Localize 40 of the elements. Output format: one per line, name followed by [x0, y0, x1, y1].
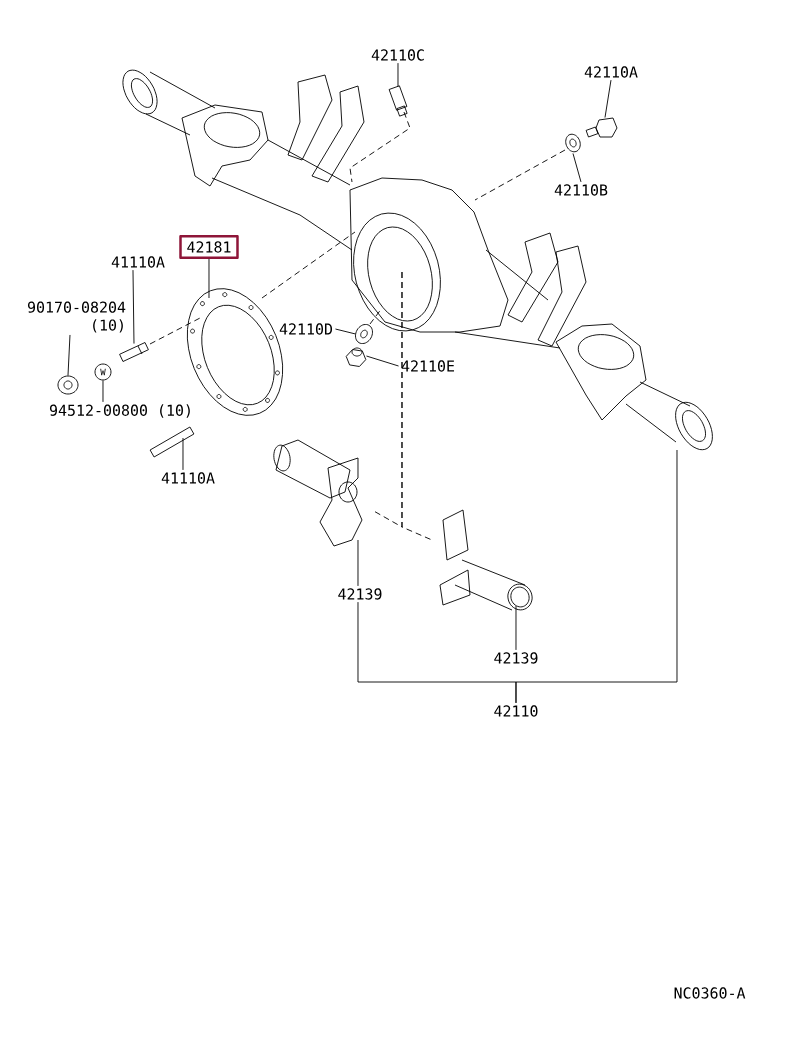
callout-number: 42110A	[584, 66, 638, 78]
assembly-line	[149, 317, 201, 345]
leader-line	[357, 539, 359, 587]
bracket-drawing	[273, 439, 363, 547]
callout-number: 94512-00800 (10)	[49, 404, 190, 418]
leader-line	[335, 328, 356, 335]
nut-drawing	[57, 375, 79, 395]
plug-drawing	[585, 117, 618, 138]
stud-drawing	[119, 342, 149, 362]
axle-housing-drawing	[349, 177, 713, 451]
leader-line	[397, 62, 399, 87]
callout-number: 42110C	[371, 49, 424, 61]
assembly-line	[401, 271, 433, 541]
plug-drawing	[388, 85, 408, 117]
leader-line	[515, 605, 517, 651]
leader-line	[366, 355, 399, 367]
callout-number: 42139	[338, 588, 382, 600]
bracket-drawing	[439, 509, 533, 611]
highlighted-callout: 42181	[179, 235, 239, 259]
assembly-line	[474, 149, 566, 201]
callout-number: 42139	[494, 652, 538, 664]
callout-number: 90170-08204 (10)	[27, 301, 126, 333]
diagram-code: NC0360-A	[674, 987, 746, 999]
assembly-line	[349, 111, 411, 183]
leader-line	[208, 258, 210, 299]
leader-line	[572, 153, 582, 183]
assembly-line	[261, 231, 356, 299]
leader-line	[67, 334, 71, 376]
callout-number: 42110D	[279, 323, 333, 335]
leader-line	[515, 449, 678, 704]
leader-line	[604, 79, 612, 118]
leader-line	[132, 269, 135, 344]
callout-number: 41110A	[161, 472, 215, 484]
washer-drawing	[565, 133, 581, 153]
plug-drawing	[345, 347, 367, 367]
callout-number: 41110A	[111, 256, 165, 268]
leader-line	[102, 380, 104, 403]
callout-number: 42110	[494, 705, 538, 717]
stud-drawing	[149, 426, 195, 458]
leader-line	[182, 437, 184, 471]
